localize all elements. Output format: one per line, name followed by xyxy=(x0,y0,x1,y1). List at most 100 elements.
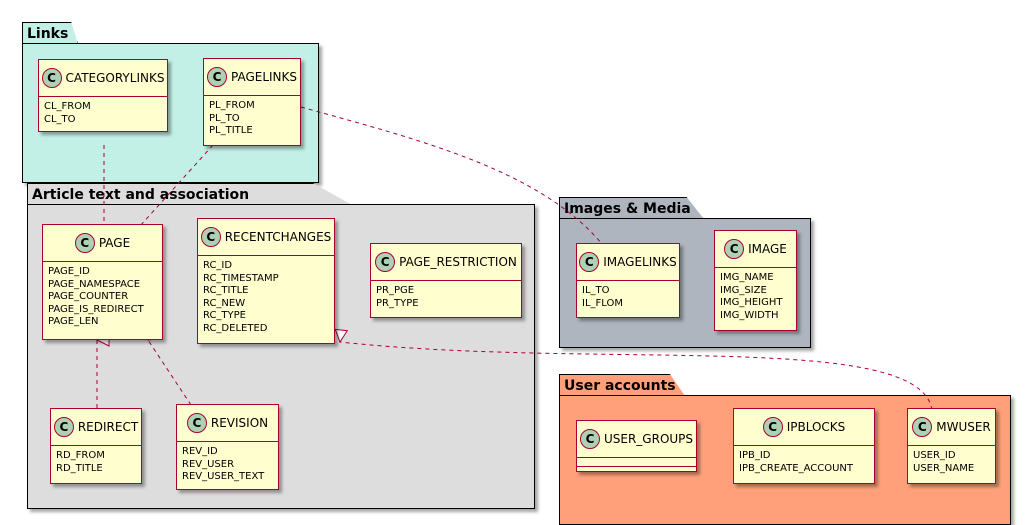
class-image-attrs: IMG_NAME IMG_SIZE IMG_HEIGHT IMG_WIDTH xyxy=(715,268,796,328)
class-ipblocks-header: C IPBLOCKS xyxy=(734,409,874,446)
attribute: PL_TITLE xyxy=(209,125,253,136)
class-recentchanges-header: C RECENTCHANGES xyxy=(198,219,334,256)
edge-revision-page xyxy=(148,340,192,406)
class-badge-icon: C xyxy=(186,413,207,433)
class-imagelinks-attrs: IL_TO IL_FLOM xyxy=(577,281,679,316)
attribute: REV_USER xyxy=(182,458,235,470)
class-user-groups-attrs xyxy=(577,458,696,467)
attribute: IMG_HEIGHT xyxy=(720,297,783,308)
edge-mwuser-recentchanges xyxy=(340,342,933,411)
class-pagelinks-name: PAGELINKS xyxy=(230,70,298,84)
class-badge-icon: C xyxy=(579,252,600,272)
attribute: RC_TITLE xyxy=(203,285,249,296)
class-page-header: C PAGE xyxy=(43,225,162,262)
class-mwuser[interactable]: C MWUSER USER_ID USER_NAME xyxy=(907,408,996,484)
class-badge-icon: C xyxy=(53,417,74,437)
class-badge-icon: C xyxy=(206,67,227,87)
class-badge-icon: C xyxy=(74,233,95,253)
attribute: IL_FLOM xyxy=(582,297,623,309)
class-imagelinks-name: IMAGELINKS xyxy=(603,255,677,269)
class-categorylinks-name: CATEGORYLINKS xyxy=(65,71,165,85)
class-page-name: PAGE xyxy=(98,236,131,250)
attribute: REV_USER_TEXT xyxy=(182,471,265,482)
class-badge-icon: C xyxy=(375,252,396,272)
attribute: RC_NEW xyxy=(203,297,246,309)
attribute: RD_TITLE xyxy=(56,462,103,474)
class-ipblocks[interactable]: C IPBLOCKS IPB_ID IPB_CREATE_ACCOUNT xyxy=(733,408,875,484)
attribute: PAGE_IS_REDIRECT xyxy=(48,303,144,315)
attribute: USER_NAME xyxy=(913,462,975,474)
class-revision-header: C REVISION xyxy=(177,405,278,442)
class-badge-icon: C xyxy=(724,239,745,259)
class-image-header: C IMAGE xyxy=(715,231,796,268)
class-categorylinks-header: C CATEGORYLINKS xyxy=(39,60,167,97)
class-user-groups-header: C USER_GROUPS xyxy=(577,421,696,458)
class-redirect-name: REDIRECT xyxy=(77,420,139,434)
attribute: PAGE_NAMESPACE xyxy=(48,278,141,290)
attribute: IMG_SIZE xyxy=(720,284,767,296)
class-pagelinks-attrs: PL_FROM PL_TO PL_TITLE xyxy=(204,96,300,144)
class-page-restriction-header: C PAGE_RESTRICTION xyxy=(371,244,521,281)
class-recentchanges-name: RECENTCHANGES xyxy=(224,230,332,244)
class-user-groups-name: USER_GROUPS xyxy=(603,432,694,446)
class-page-restriction[interactable]: C PAGE_RESTRICTION PR_PGE PR_TYPE xyxy=(370,243,522,318)
attribute: USER_ID xyxy=(913,450,956,461)
class-ipblocks-attrs: IPB_ID IPB_CREATE_ACCOUNT xyxy=(734,446,874,481)
attribute: CL_FROM xyxy=(44,101,91,112)
class-redirect-header: C REDIRECT xyxy=(51,409,141,446)
class-categorylinks[interactable]: C CATEGORYLINKS CL_FROM CL_TO xyxy=(38,59,168,132)
class-page[interactable]: C PAGE PAGE_ID PAGE_NAMESPACE PAGE_COUNT… xyxy=(42,224,163,340)
attribute: IMG_WIDTH xyxy=(720,309,779,321)
attribute: PAGE_LEN xyxy=(48,316,99,327)
package-images-label: Images & Media xyxy=(559,197,704,219)
class-badge-icon: C xyxy=(762,417,783,437)
class-user-groups[interactable]: C USER_GROUPS xyxy=(576,420,697,472)
class-imagelinks-header: C IMAGELINKS xyxy=(577,244,679,281)
attribute: RC_ID xyxy=(203,260,233,271)
class-mwuser-attrs: USER_ID USER_NAME xyxy=(908,446,995,481)
attribute: RC_TIMESTAMP xyxy=(203,272,279,284)
class-page-restriction-name: PAGE_RESTRICTION xyxy=(399,255,517,269)
attribute: IL_TO xyxy=(582,285,610,296)
attribute: PAGE_COUNTER xyxy=(48,291,129,302)
attribute: IPB_ID xyxy=(739,450,771,461)
class-badge-icon: C xyxy=(579,429,600,449)
class-revision-name: REVISION xyxy=(210,416,269,430)
class-image[interactable]: C IMAGE IMG_NAME IMG_SIZE IMG_HEIGHT IMG… xyxy=(714,230,797,331)
attribute: PAGE_ID xyxy=(48,266,90,277)
attribute: RC_TYPE xyxy=(203,310,246,321)
class-pagelinks-header: C PAGELINKS xyxy=(204,59,300,96)
class-revision-attrs: REV_ID REV_USER REV_USER_TEXT xyxy=(177,442,278,490)
attribute: PR_TYPE xyxy=(376,297,419,309)
class-revision[interactable]: C REVISION REV_ID REV_USER REV_USER_TEXT xyxy=(176,404,279,490)
class-image-name: IMAGE xyxy=(748,242,787,256)
attribute: CL_TO xyxy=(44,113,76,125)
class-mwuser-name: MWUSER xyxy=(936,420,991,434)
attribute: PL_FROM xyxy=(209,100,255,111)
class-ipblocks-name: IPBLOCKS xyxy=(786,420,846,434)
edge-pagelinks-imagelinks xyxy=(300,106,603,245)
attribute: RD_FROM xyxy=(56,450,105,461)
attribute: IPB_CREATE_ACCOUNT xyxy=(739,462,853,474)
edge-pagelinks-page xyxy=(139,144,214,227)
class-redirect[interactable]: C REDIRECT RD_FROM RD_TITLE xyxy=(50,408,142,484)
class-badge-icon: C xyxy=(200,227,221,247)
class-pagelinks[interactable]: C PAGELINKS PL_FROM PL_TO PL_TITLE xyxy=(203,58,301,146)
class-redirect-attrs: RD_FROM RD_TITLE xyxy=(51,446,141,481)
attribute: REV_ID xyxy=(182,446,218,457)
attribute: PR_PGE xyxy=(376,285,415,296)
attribute: RC_DELETED xyxy=(203,322,268,334)
class-imagelinks[interactable]: C IMAGELINKS IL_TO IL_FLOM xyxy=(576,243,680,318)
class-page-attrs: PAGE_ID PAGE_NAMESPACE PAGE_COUNTER PAGE… xyxy=(43,262,162,335)
class-page-restriction-attrs: PR_PGE PR_TYPE xyxy=(371,281,521,316)
class-categorylinks-attrs: CL_FROM CL_TO xyxy=(39,97,167,132)
package-article-label: Article text and association information xyxy=(27,183,352,205)
package-users-label: User accounts xyxy=(559,374,685,396)
class-recentchanges[interactable]: C RECENTCHANGES RC_ID RC_TIMESTAMP RC_TI… xyxy=(197,218,335,344)
attribute: PL_TO xyxy=(209,112,240,124)
attribute: IMG_NAME xyxy=(720,272,774,283)
class-recentchanges-attrs: RC_ID RC_TIMESTAMP RC_TITLE RC_NEW RC_TY… xyxy=(198,256,334,341)
class-mwuser-header: C MWUSER xyxy=(908,409,995,446)
class-badge-icon: C xyxy=(912,417,933,437)
